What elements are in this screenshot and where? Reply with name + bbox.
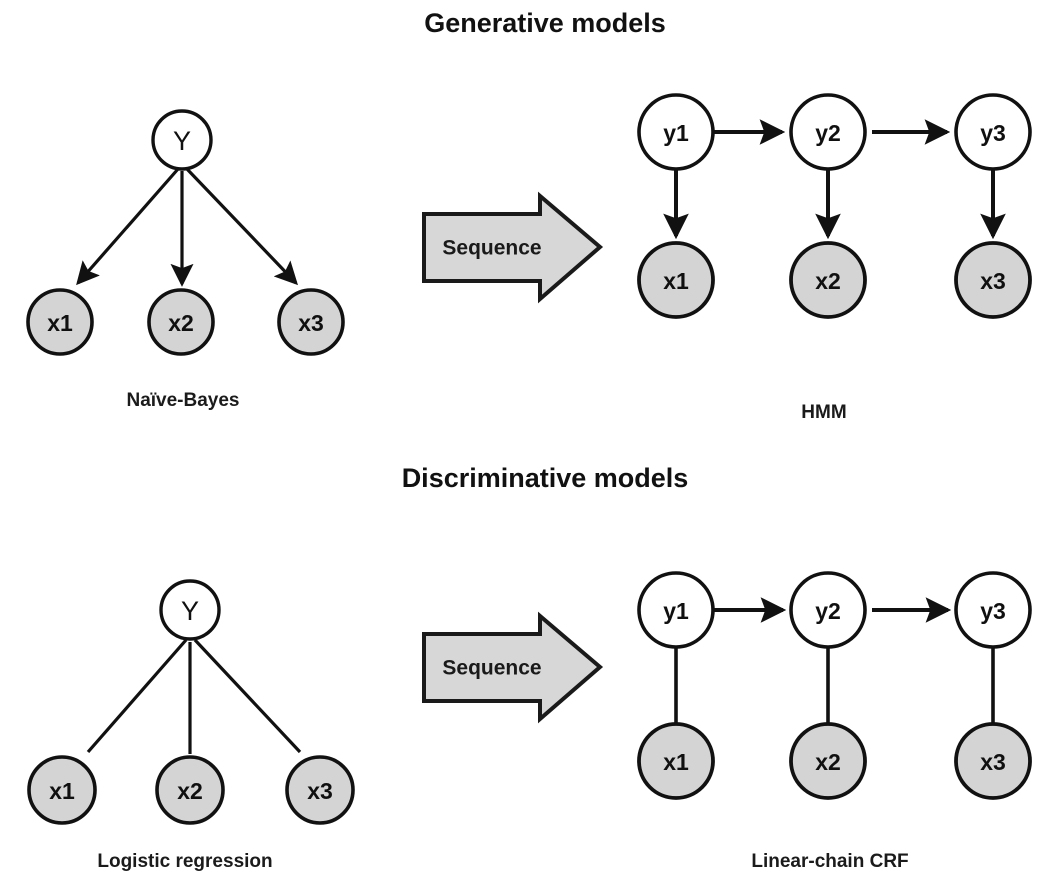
- node-x3[interactable]: [277, 288, 345, 356]
- node-x2-label: x2: [177, 778, 203, 804]
- node-x2[interactable]: [789, 722, 867, 800]
- node-x1-label: x1: [663, 268, 689, 294]
- sequence-transition-top[interactable]: Sequence: [422, 191, 604, 304]
- node-x2[interactable]: [155, 755, 225, 825]
- node-y3-label: y3: [980, 120, 1006, 146]
- node-x2-label: x2: [168, 310, 194, 336]
- node-y[interactable]: [151, 109, 213, 171]
- node-x3-label: x3: [980, 749, 1006, 775]
- sequence-label-bottom: Sequence: [442, 657, 541, 680]
- node-y-label: Y: [173, 126, 191, 156]
- node-y[interactable]: [159, 579, 221, 641]
- block-arrow-right-icon: [422, 191, 604, 304]
- edge-y-x3: [193, 638, 302, 754]
- node-y1[interactable]: [637, 571, 715, 649]
- logistic-regression-graph: Y x1 x2 x3 Logistic regression: [27, 579, 355, 872]
- node-x3[interactable]: [954, 241, 1032, 319]
- node-x3-label: x3: [307, 778, 333, 804]
- node-y3[interactable]: [954, 571, 1032, 649]
- node-y1-label: y1: [663, 120, 689, 146]
- hmm-caption: HMM: [801, 402, 846, 423]
- node-y2[interactable]: [789, 571, 867, 649]
- sequence-transition-bottom[interactable]: Sequence: [422, 611, 604, 724]
- node-x1-label: x1: [663, 749, 689, 775]
- node-y3[interactable]: [954, 93, 1032, 171]
- node-x2[interactable]: [147, 288, 215, 356]
- edge-y-to-x1: [76, 167, 180, 286]
- node-x2[interactable]: [789, 241, 867, 319]
- linear-chain-crf-graph: y1 y2 y3 x1 x2 x3 Linear-chain CRF: [637, 571, 1032, 872]
- node-y3-label: y3: [980, 598, 1006, 624]
- node-x2-label: x2: [815, 268, 841, 294]
- node-y-label: Y: [181, 596, 199, 626]
- node-x3[interactable]: [285, 755, 355, 825]
- edge-y-to-x3: [185, 167, 298, 286]
- node-x1[interactable]: [637, 722, 715, 800]
- node-x1-label: x1: [49, 778, 75, 804]
- sequence-label-top: Sequence: [442, 237, 541, 260]
- logistic-regression-caption: Logistic regression: [97, 851, 272, 872]
- edge-y-x1: [86, 638, 188, 754]
- node-x1[interactable]: [27, 755, 97, 825]
- node-y1-label: y1: [663, 598, 689, 624]
- hmm-graph: y1 y2 y3 x1 x2 x3 HMM: [637, 93, 1032, 423]
- node-y2-label: y2: [815, 598, 841, 624]
- node-x3-label: x3: [298, 310, 324, 336]
- naive-bayes-caption: Naïve-Bayes: [126, 390, 239, 411]
- node-y1[interactable]: [637, 93, 715, 171]
- node-y2-label: y2: [815, 120, 841, 146]
- generative-section-title: Generative models: [424, 8, 666, 38]
- node-x3-label: x3: [980, 268, 1006, 294]
- node-y2[interactable]: [789, 93, 867, 171]
- node-x1-label: x1: [47, 310, 73, 336]
- node-x2-label: x2: [815, 749, 841, 775]
- naive-bayes-graph: Y x1 x2 x3 Naïve-Bayes: [26, 109, 345, 411]
- block-arrow-right-icon: [422, 611, 604, 724]
- node-x3[interactable]: [954, 722, 1032, 800]
- node-x1[interactable]: [637, 241, 715, 319]
- discriminative-section-title: Discriminative models: [402, 463, 689, 493]
- linear-chain-crf-caption: Linear-chain CRF: [751, 851, 908, 872]
- node-x1[interactable]: [26, 288, 94, 356]
